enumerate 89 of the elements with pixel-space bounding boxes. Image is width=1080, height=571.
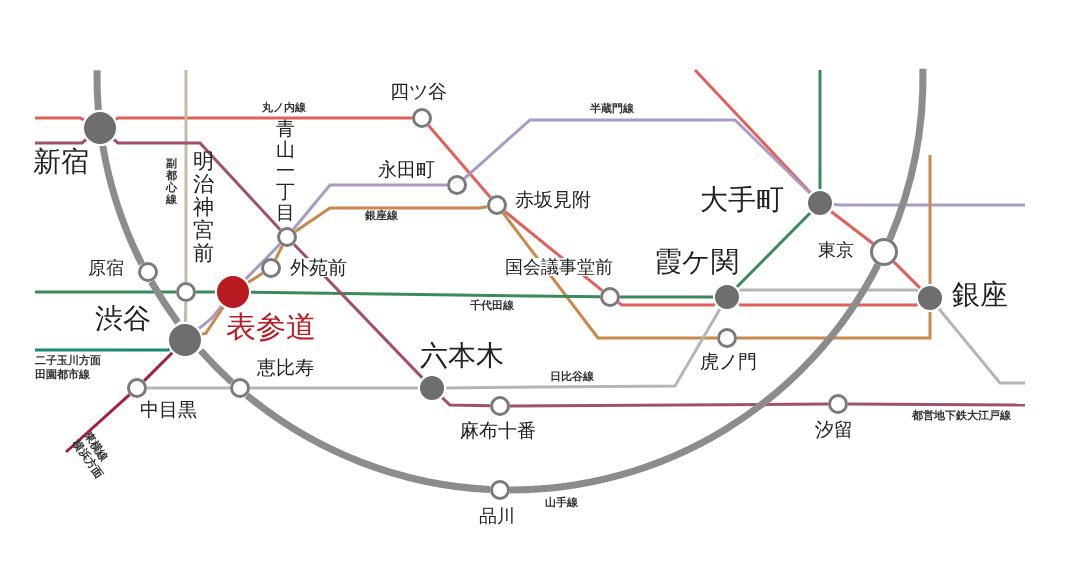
station-name: 大手町 <box>700 186 784 214</box>
rail-line <box>848 402 1025 407</box>
station-marker <box>261 258 281 278</box>
station-marker <box>176 282 196 302</box>
station-marker <box>447 175 467 195</box>
rail-line <box>35 290 176 294</box>
station-marker <box>82 110 118 146</box>
rail-line <box>250 290 601 299</box>
station-marker <box>277 227 297 247</box>
station-marker <box>600 287 620 307</box>
direction-label: 田園都市線 <box>35 368 91 383</box>
station-name: 外苑前 <box>290 258 347 277</box>
line-name: 丸ノ内線 <box>262 102 306 113</box>
line-name: 半蔵門線 <box>590 103 634 114</box>
station-marker <box>167 322 203 358</box>
rail-line <box>196 290 215 294</box>
rail-line <box>441 396 491 408</box>
station-marker <box>490 480 510 500</box>
rail-line <box>183 301 188 323</box>
rail-line <box>510 402 828 408</box>
rail-line <box>274 245 284 260</box>
station-name: 表参道 <box>226 312 316 342</box>
rail-line <box>99 145 145 266</box>
rail-line <box>937 307 1025 385</box>
station-marker <box>418 374 446 402</box>
direction-label: 二子玉川方面 <box>35 354 102 368</box>
rail-line <box>35 138 88 145</box>
station-name: 明治神宮前 <box>193 150 214 266</box>
station-marker <box>127 378 147 398</box>
station-name: 四ツ谷 <box>390 82 447 101</box>
station-name: 赤坂見附 <box>515 190 591 209</box>
station-name: 麻布十番 <box>460 421 536 440</box>
rail-line <box>292 183 447 231</box>
rail-line <box>833 202 1025 207</box>
rail-line <box>620 295 713 299</box>
rail-line <box>818 70 822 189</box>
station-marker <box>412 108 432 128</box>
station-name: 国会議事堂前 <box>505 258 613 276</box>
line-name: 千代田線 <box>470 300 514 311</box>
station-marker <box>230 378 250 398</box>
station-name: 恵比寿 <box>257 358 314 377</box>
station-name: 品川 <box>479 507 515 525</box>
rail-line <box>184 70 188 282</box>
rail-line <box>147 386 230 390</box>
rail-line <box>198 305 223 330</box>
station-name: 新宿 <box>33 148 89 176</box>
rail-line <box>737 312 932 340</box>
station-name: 六本木 <box>420 342 504 370</box>
station-marker <box>717 328 737 348</box>
station-marker <box>490 396 510 416</box>
rail-line <box>292 243 424 379</box>
station-marker <box>713 283 741 311</box>
rail-line <box>112 138 282 231</box>
station-marker <box>870 238 898 266</box>
station-name: 東京 <box>818 241 854 259</box>
rail-line <box>928 155 932 284</box>
rail-line <box>143 351 174 382</box>
station-marker <box>487 195 507 215</box>
rail-line <box>738 302 918 307</box>
rail-line <box>65 393 131 454</box>
line-name: 副都心線 <box>166 158 177 207</box>
rail-line <box>250 386 418 390</box>
station-name: 青山一丁目 <box>276 118 295 223</box>
rail-line <box>693 68 812 194</box>
rail-line <box>427 124 492 199</box>
rail-line <box>501 212 717 340</box>
station-name: 渋谷 <box>95 305 151 333</box>
rail-line <box>463 118 812 195</box>
rail-line <box>244 243 282 281</box>
rail-line <box>735 211 812 289</box>
line-name: 都営地下鉄大江戸線 <box>912 410 1011 421</box>
station-name: 中目黒 <box>140 400 197 419</box>
rail-line <box>244 392 491 493</box>
station-name: 霞ケ関 <box>654 248 739 276</box>
line-name: 山手線 <box>545 497 578 508</box>
rail-line <box>115 116 412 121</box>
station-marker <box>916 284 944 312</box>
station-marker <box>215 274 251 310</box>
station-name: 虎ノ門 <box>700 352 757 371</box>
station-name: 汐留 <box>815 420 853 439</box>
station-name: 永田町 <box>378 160 435 179</box>
station-marker <box>138 262 158 282</box>
line-name: 日比谷線 <box>550 371 594 382</box>
rail-line <box>35 347 170 352</box>
station-name: 原宿 <box>88 259 124 277</box>
station-marker <box>806 189 834 217</box>
station-marker <box>828 394 848 414</box>
line-name: 銀座線 <box>365 210 398 221</box>
station-name: 銀座 <box>952 281 1008 309</box>
